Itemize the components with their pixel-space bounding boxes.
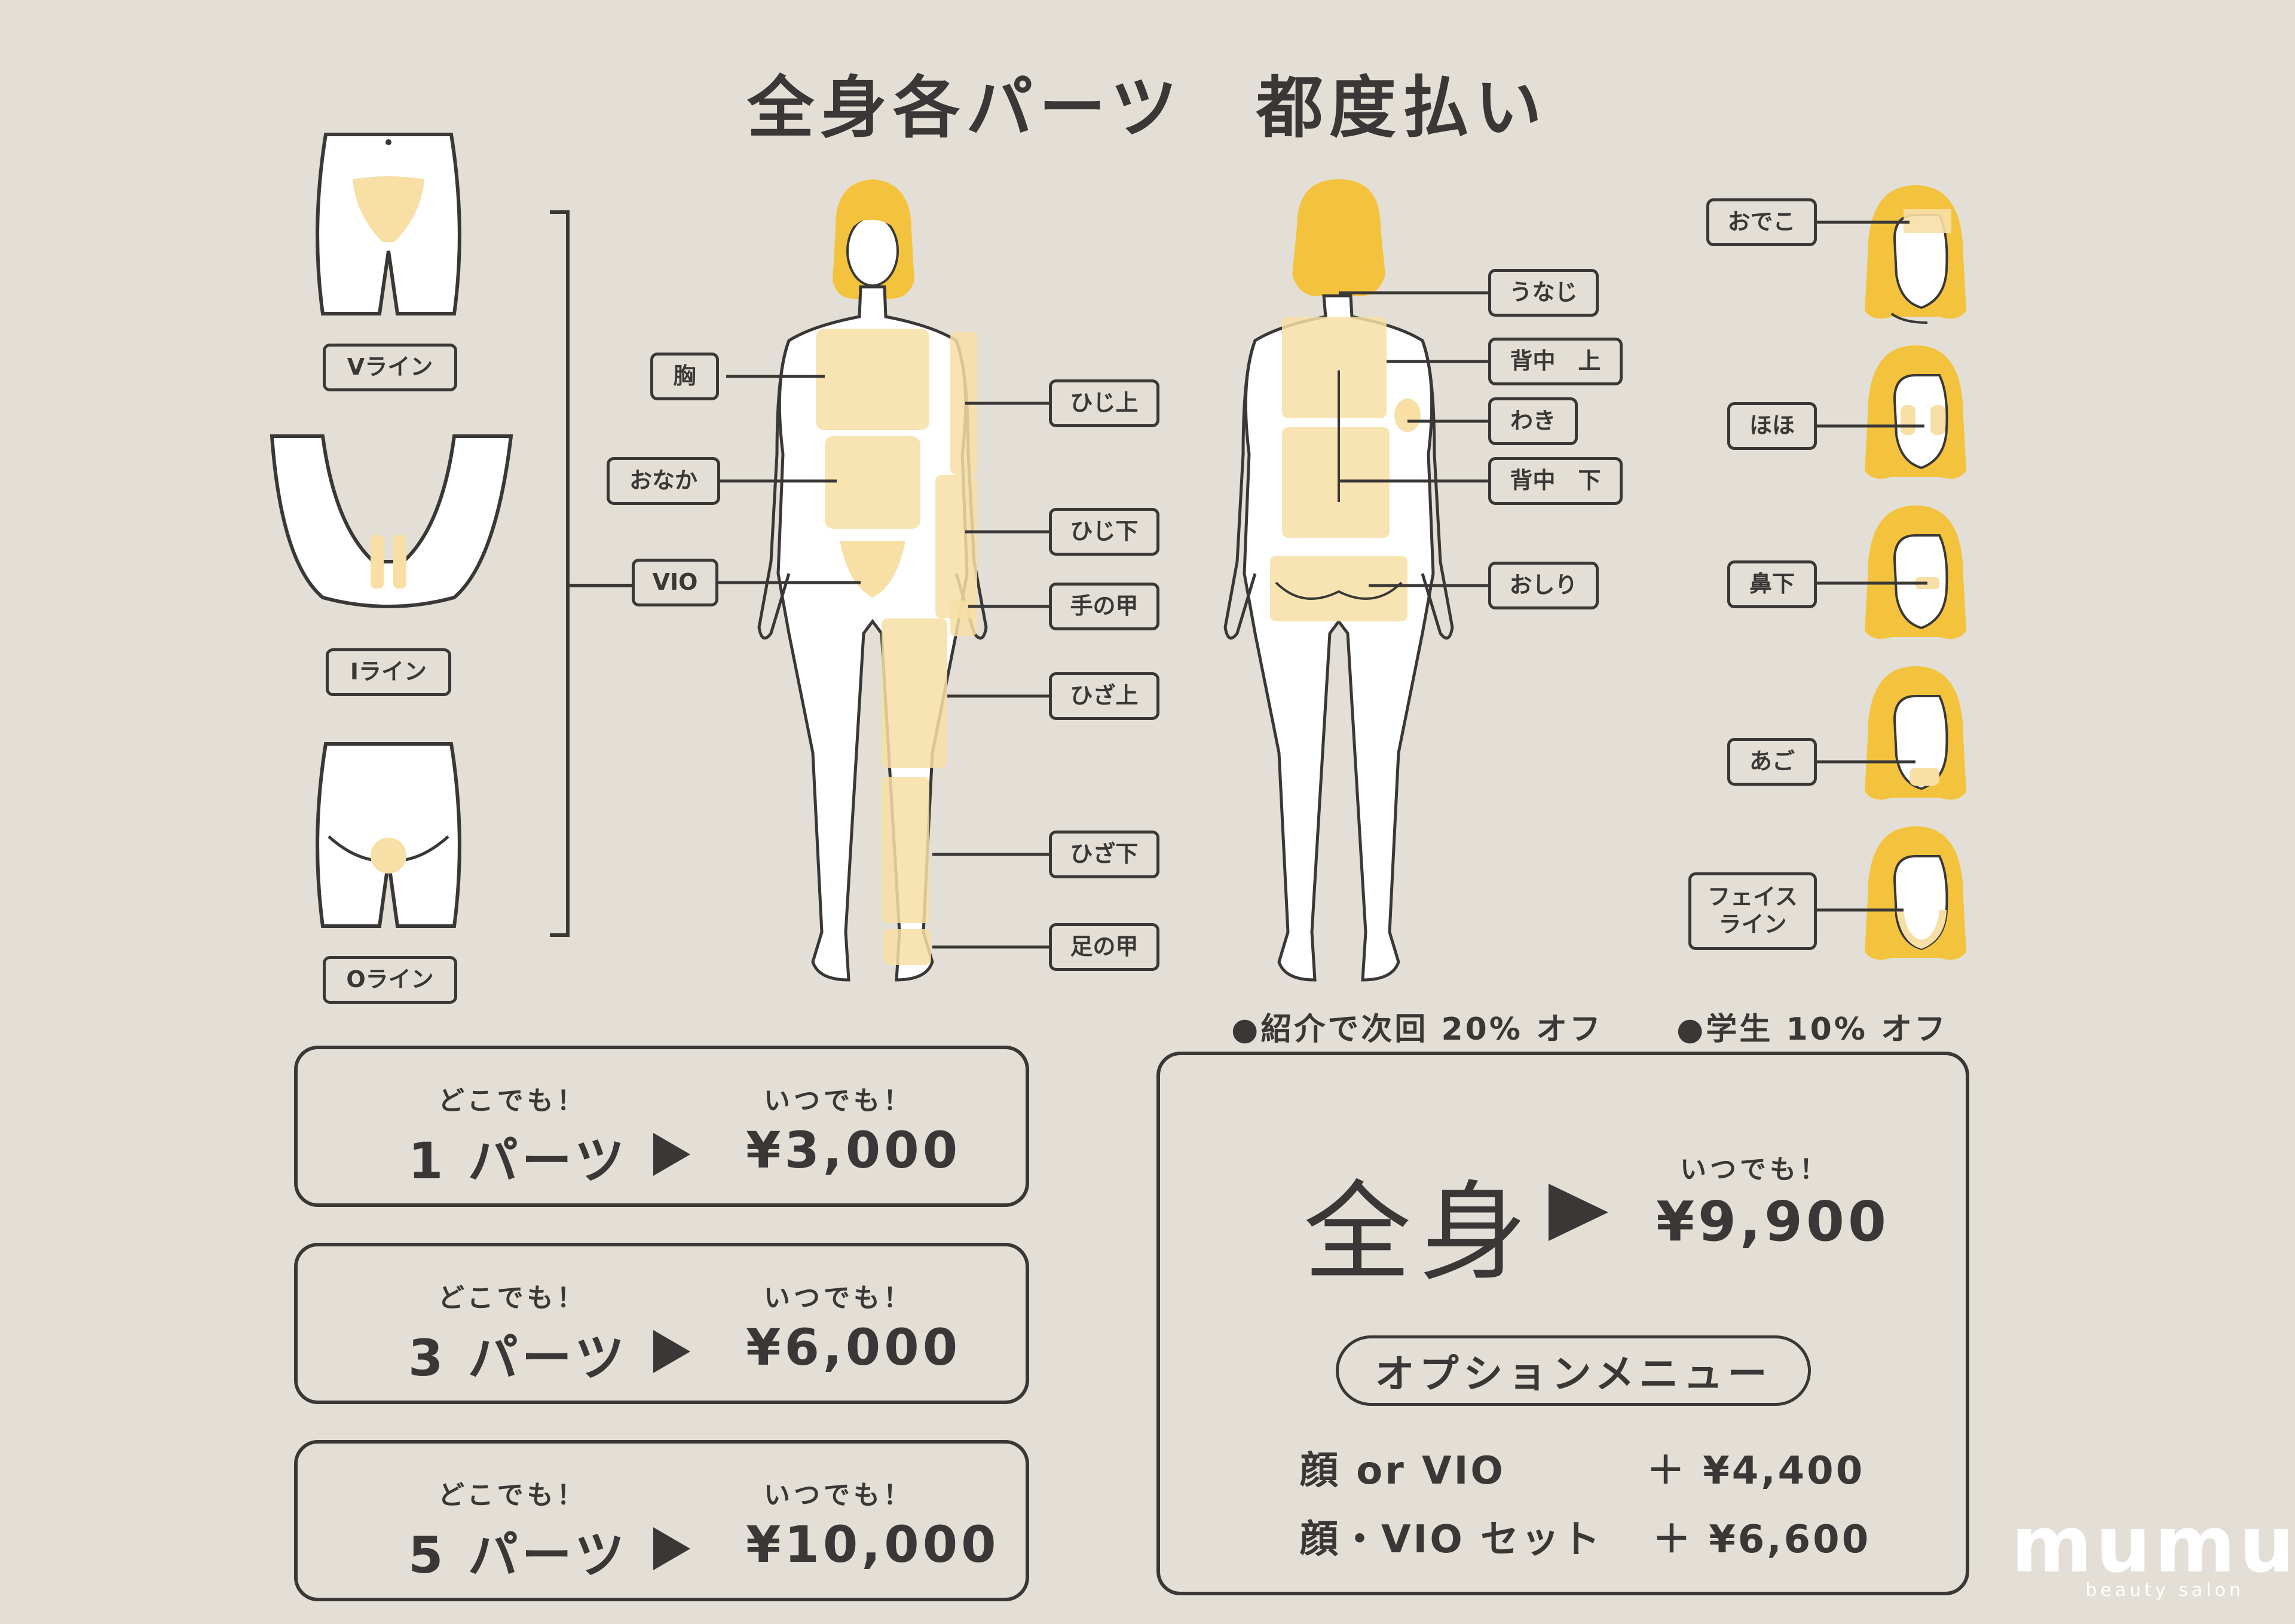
i-line-illustration xyxy=(270,434,513,608)
option-menu-title: オプションメニュー xyxy=(1336,1335,1811,1406)
plan-tag-right: いつでも！ xyxy=(764,1480,913,1510)
o-line-illustration xyxy=(316,742,461,928)
option-price-1: ＋ ¥4,400 xyxy=(1647,1449,1865,1493)
label-hoho: ほほ xyxy=(1727,402,1817,450)
label-hanashita: 鼻下 xyxy=(1727,560,1817,608)
label-i-line: Iライン xyxy=(326,648,451,696)
note-student: ●学生 10% オフ xyxy=(1676,1012,1948,1047)
plan-tag-left: どこでも！ xyxy=(438,1086,587,1116)
label-hiza-ue: ひざ上 xyxy=(1049,672,1159,720)
label-senaka-ue: 背中 上 xyxy=(1488,338,1623,385)
brand-name: mumu xyxy=(2011,1499,2295,1590)
label-face-line: フェイス ライン xyxy=(1688,872,1817,950)
label-hiji-ue: ひじ上 xyxy=(1049,379,1159,427)
plan-tag-right: いつでも！ xyxy=(764,1086,913,1116)
label-vio: VIO xyxy=(632,559,718,606)
brand-logo: mumu beauty salon xyxy=(2011,1499,2295,1601)
label-v-line: Vライン xyxy=(323,344,457,391)
plan-tag-left: どこでも！ xyxy=(438,1480,587,1510)
face-illustrations xyxy=(1796,185,1966,960)
plan-box-1: どこでも！ いつでも！ 1 パーツ ¥3,000 xyxy=(294,1046,1029,1207)
plan-price: ¥3,000 xyxy=(746,1121,962,1179)
label-onaka: おなか xyxy=(607,457,720,505)
plan-parts: 5 パーツ xyxy=(408,1526,629,1585)
full-body-box: 全身 いつでも！ ¥9,900 xyxy=(1156,1052,1969,1595)
plan-box-5: どこでも！ いつでも！ 5 パーツ ¥10,000 xyxy=(294,1440,1029,1601)
option-price-2: ＋ ¥6,600 xyxy=(1653,1518,1871,1562)
v-line-illustration xyxy=(316,133,461,315)
label-te-no-ko: 手の甲 xyxy=(1049,583,1159,630)
label-o-line: Oライン xyxy=(323,956,457,1004)
plan-price: ¥6,000 xyxy=(746,1318,962,1377)
note-referral: ●紹介で次回 20% オフ xyxy=(1231,1012,1604,1047)
label-waki: わき xyxy=(1488,397,1578,445)
plan-parts: 3 パーツ xyxy=(408,1329,629,1387)
plan-parts: 1 パーツ xyxy=(408,1132,629,1190)
plan-tag-left: どこでも！ xyxy=(438,1283,587,1313)
label-senaka-shita: 背中 下 xyxy=(1488,457,1623,505)
arrow-right-icon xyxy=(653,1133,690,1176)
plan-tag-right: いつでも！ xyxy=(764,1283,913,1313)
full-body-price: ¥9,900 xyxy=(1656,1190,1890,1254)
back-body-illustration xyxy=(1223,179,1488,982)
label-hiji-shita: ひじ下 xyxy=(1049,508,1159,556)
full-body-label: 全身 xyxy=(1303,1170,1536,1295)
arrow-right-icon xyxy=(653,1330,690,1373)
arrow-right-icon xyxy=(653,1527,690,1570)
label-mune: 胸 xyxy=(650,353,719,400)
option-name-2: 顔・VIO セット xyxy=(1300,1518,1603,1562)
brand-sub: beauty salon xyxy=(2085,1580,2244,1601)
label-odeko: おでこ xyxy=(1706,198,1817,246)
option-name-1: 顔 or VIO xyxy=(1300,1449,1505,1493)
page-title: 全身各パーツ 都度払い xyxy=(747,69,1548,147)
full-body-tag: いつでも！ xyxy=(1680,1154,1829,1185)
front-body-illustration xyxy=(675,179,1049,982)
label-ashi-no-ko: 足の甲 xyxy=(1049,923,1159,971)
arrow-right-icon xyxy=(1549,1184,1608,1241)
label-unaji: うなじ xyxy=(1488,269,1599,317)
plan-box-3: どこでも！ いつでも！ 3 パーツ ¥6,000 xyxy=(294,1243,1029,1404)
label-oshiri: おしり xyxy=(1488,562,1599,609)
label-ago: あご xyxy=(1727,738,1817,786)
label-hiza-shita: ひざ下 xyxy=(1049,831,1159,878)
plan-price: ¥10,000 xyxy=(746,1515,1000,1574)
